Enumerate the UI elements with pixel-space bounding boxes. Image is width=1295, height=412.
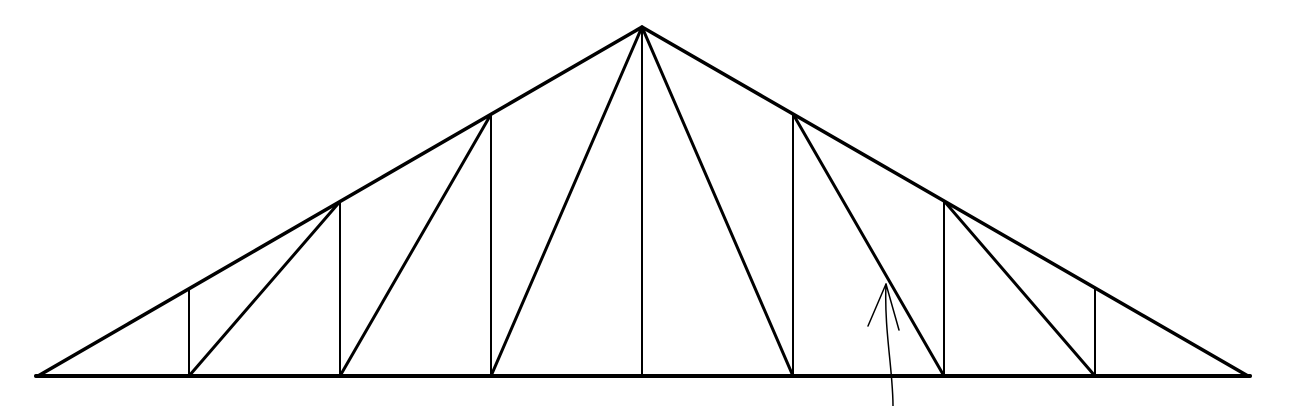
arrowhead-left [867, 283, 887, 327]
truss-structure [34, 25, 1252, 378]
arrowhead-right [885, 283, 900, 331]
right-diagonal-1 [640, 25, 795, 378]
right-diagonal-3 [942, 199, 1097, 378]
left-diagonal-3 [489, 25, 644, 378]
left-diagonal-2 [338, 112, 493, 378]
left-diagonal-1 [187, 200, 342, 378]
arrow-shaft [884, 283, 894, 407]
annotation-arrow [867, 283, 900, 407]
right-diagonal-2 [791, 112, 946, 378]
